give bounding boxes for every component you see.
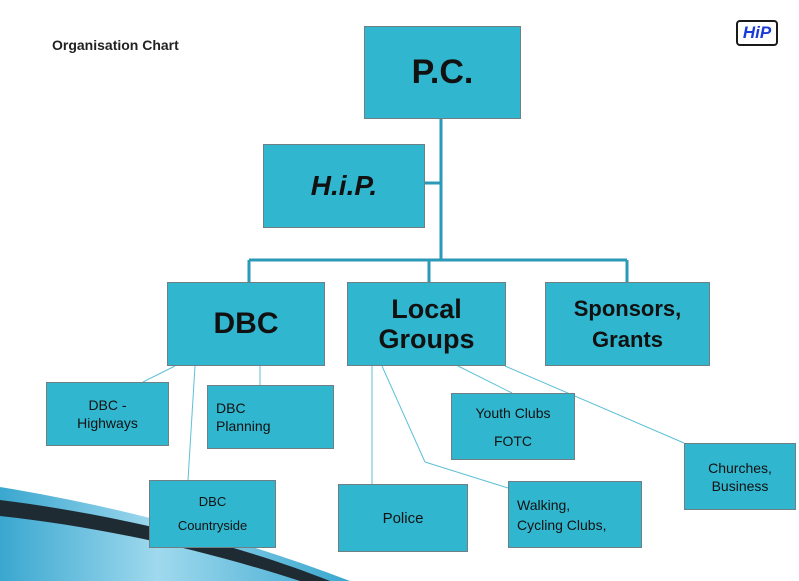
node-local-groups-line-1: Local [391,294,462,324]
node-sponsors-line-1: Sponsors, [573,296,682,321]
node-police: Police [338,484,468,552]
chart-title: Organisation Chart [52,37,179,53]
node-dbc-planning: DBC Planning [207,385,334,449]
node-dbc: DBC [167,282,325,366]
node-youth-clubs-line-1: Youth Clubs [475,404,551,421]
node-pc: P.C. [364,26,521,119]
node-youth-clubs-line-2: FOTC [493,432,533,449]
node-churches-line-1: Churches, [708,459,772,476]
node-dbc-planning-line-1: DBC [216,400,246,416]
node-youth-clubs: Youth Clubs FOTC [451,393,575,460]
node-walking: Walking, Cycling Clubs, [508,481,642,548]
node-sponsors-line-2: Grants [592,327,663,352]
node-dbc-countryside: DBC Countryside [149,480,276,548]
node-dbc-planning-line-2: Planning [216,418,271,434]
node-sponsors: Sponsors, Grants [545,282,710,366]
node-local-groups: Local Groups [347,282,506,366]
node-dbc-countryside-line-1: DBC [198,494,227,509]
hip-logo: HiP [736,20,778,46]
node-churches-line-2: Business [711,477,769,494]
node-dbc-highways-line-1: DBC - [88,397,127,413]
node-walking-line-2: Cycling Clubs, [517,516,607,533]
node-churches: Churches, Business [684,443,796,510]
node-hip: H.i.P. [263,144,425,228]
node-dbc-highways-line-2: Highways [77,415,138,431]
node-walking-line-1: Walking, [517,496,571,513]
node-local-groups-line-2: Groups [378,324,475,354]
node-dbc-countryside-line-2: Countryside [177,518,248,533]
node-dbc-highways: DBC - Highways [46,382,169,446]
